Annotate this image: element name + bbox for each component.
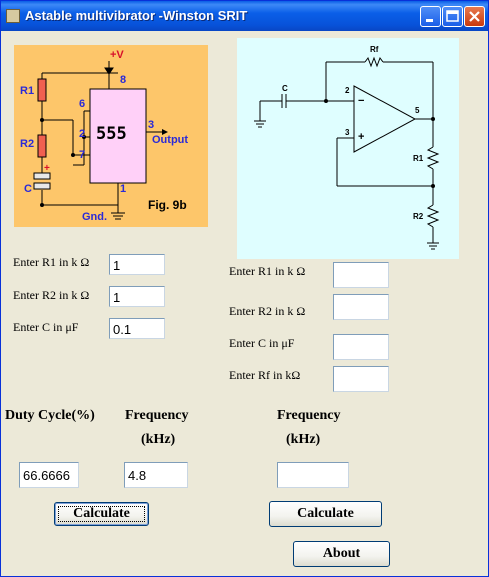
right-frequency-output[interactable] <box>277 462 349 488</box>
left-r1-input[interactable]: 1 <box>109 254 165 275</box>
pin5-label: 5 <box>415 106 420 115</box>
right-calculate-label: Calculate <box>297 506 354 521</box>
plus-label: + <box>358 131 365 143</box>
close-button[interactable] <box>464 6 485 27</box>
focus-ring <box>58 506 145 522</box>
chip-label: 555 <box>96 124 127 144</box>
right-r2-input[interactable] <box>333 294 389 320</box>
right-frequency-header: Frequency <box>277 408 341 423</box>
pin8-label: 8 <box>120 74 127 86</box>
right-c-label: Enter C in μF <box>229 336 295 350</box>
pin7-label: 7 <box>79 149 86 161</box>
c-label: C <box>24 183 32 195</box>
left-calculate-label: Calculate <box>73 506 130 521</box>
left-r1-label: Enter R1 in k Ω <box>13 255 90 269</box>
left-frequency-unit: (kHz) <box>141 432 176 447</box>
right-c-input[interactable] <box>333 334 389 360</box>
pin2-label: 2 <box>345 86 350 95</box>
pin2-label: 2 <box>79 128 86 140</box>
duty-cycle-output[interactable]: 66.6666 <box>19 462 79 488</box>
minimize-icon <box>426 19 433 22</box>
title-bar[interactable]: Astable multivibrator -Winston SRIT <box>1 1 488 31</box>
astable-555-diagram: +V 8 R1 R2 C + 6 2 7 555 3 Output 1 Gnd.… <box>14 45 208 227</box>
left-calculate-button[interactable]: Calculate <box>54 502 149 526</box>
window-title: Astable multivibrator -Winston SRIT <box>25 8 248 23</box>
fig-label: Fig. 9b <box>148 198 187 212</box>
right-r1-label: Enter R1 in k Ω <box>229 264 306 278</box>
left-frequency-header: Frequency <box>125 408 189 423</box>
vcc-label: +V <box>110 49 124 61</box>
r2-label: R2 <box>413 212 424 221</box>
about-button[interactable]: About <box>293 541 390 567</box>
left-c-input[interactable]: 0.1 <box>109 318 165 339</box>
right-rf-input[interactable] <box>333 366 389 392</box>
right-frequency-unit: (kHz) <box>286 432 321 447</box>
right-r2-label: Enter R2 in k Ω <box>229 304 306 318</box>
pin3-label: 3 <box>345 128 350 137</box>
pin3-label: 3 <box>148 119 155 131</box>
gnd-label: Gnd. <box>82 211 108 223</box>
left-r2-label: Enter R2 in k Ω <box>13 288 90 302</box>
r1-label: R1 <box>413 154 424 163</box>
duty-cycle-header: Duty Cycle(%) <box>5 408 95 423</box>
cap-plus-label: + <box>44 163 50 174</box>
output-label: Output <box>152 134 189 146</box>
r2-label: R2 <box>20 138 35 150</box>
maximize-icon <box>446 10 459 22</box>
left-frequency-output[interactable]: 4.8 <box>124 462 188 488</box>
about-label: About <box>322 546 361 561</box>
right-calculate-button[interactable]: Calculate <box>269 501 382 527</box>
left-r2-input[interactable]: 1 <box>109 286 165 307</box>
pin1-label: 1 <box>120 183 127 195</box>
opamp-diagram: Rf C 2 − 3 + 5 R1 R2 <box>237 38 459 259</box>
pin6-label: 6 <box>79 98 86 110</box>
rf-label: Rf <box>370 45 379 54</box>
maximize-button[interactable] <box>442 6 463 27</box>
right-rf-label: Enter Rf in kΩ <box>229 368 301 382</box>
right-r1-input[interactable] <box>333 262 389 288</box>
close-icon <box>469 11 480 22</box>
r1-label: R1 <box>20 85 35 97</box>
minimize-button[interactable] <box>420 6 441 27</box>
c-label: C <box>282 84 288 93</box>
app-icon <box>6 9 20 23</box>
minus-label: − <box>358 95 365 107</box>
left-c-label: Enter C in μF <box>13 320 79 334</box>
